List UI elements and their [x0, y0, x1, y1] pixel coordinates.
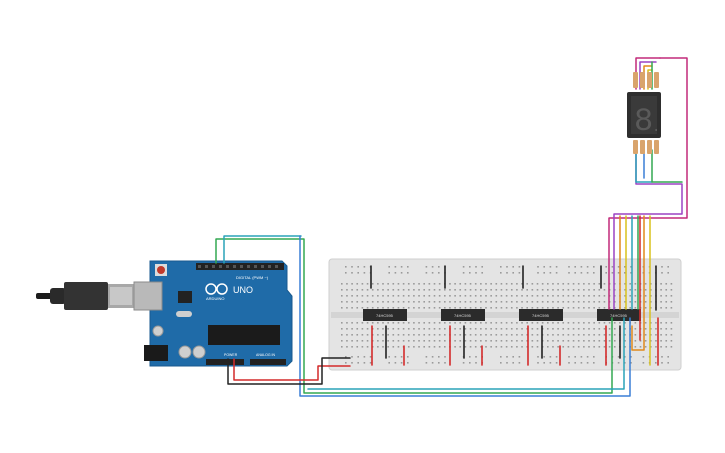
- breadboard[interactable]: [328, 258, 682, 371]
- power-jack: [144, 345, 168, 361]
- shift-register-4[interactable]: 74HC595: [597, 309, 641, 321]
- wire-teal-lower[interactable]: [307, 317, 625, 390]
- chip-label: 74HC595: [532, 313, 550, 318]
- display-decimal-point: .: [652, 120, 660, 136]
- chip-label: 74HC595: [610, 313, 628, 318]
- wire-magenta[interactable]: [608, 57, 688, 310]
- crystal: [176, 311, 192, 317]
- capacitor: [192, 345, 206, 359]
- display-resistors-bottom: [633, 140, 659, 154]
- usb-jack: [133, 281, 163, 311]
- chip-label: 74HC595: [376, 313, 394, 318]
- power-label: POWER: [224, 353, 238, 357]
- wire-display-bot-1[interactable]: [635, 149, 653, 183]
- digital-header-label: DIGITAL (PWM ~): [236, 275, 269, 280]
- wire-display-bot-3[interactable]: [651, 149, 683, 183]
- wire-orange-right[interactable]: [631, 215, 645, 351]
- wire-red-5v[interactable]: [233, 358, 351, 381]
- breadboard-jumpers[interactable]: [370, 265, 659, 366]
- chip-label: 74HC595: [454, 313, 472, 318]
- display-resistors-top: [633, 72, 659, 88]
- icsp-cap: [152, 325, 164, 337]
- seven-segment-display[interactable]: 8 .: [627, 72, 661, 154]
- atmega-chip: [208, 325, 280, 345]
- usb-interface-chip: [178, 291, 192, 303]
- power-header: [206, 359, 244, 365]
- shift-register-2[interactable]: 74HC595: [441, 309, 485, 321]
- arduino-model-text: UNO: [233, 285, 253, 295]
- digital-header-pins: [198, 265, 278, 268]
- shift-register-3[interactable]: 74HC595: [519, 309, 563, 321]
- arduino-logo-text: ARDUINO: [206, 296, 224, 301]
- wires[interactable]: [215, 57, 688, 397]
- display-digit: 8: [634, 103, 653, 140]
- capacitor: [178, 345, 192, 359]
- analog-label: ANALOG IN: [256, 353, 276, 357]
- shift-register-1[interactable]: 74HC595: [363, 309, 407, 321]
- wire-green[interactable]: [215, 238, 613, 394]
- usb-cable[interactable]: [36, 282, 134, 310]
- breadboard-holes: [341, 266, 673, 364]
- wire-teal[interactable]: [223, 235, 302, 264]
- arduino-uno-board[interactable]: DIGITAL (PWM ~) UNO ARDUINO POWER ANALOG…: [133, 260, 293, 367]
- arduino-logo-icon: [205, 283, 228, 295]
- wire-black-gnd[interactable]: [227, 357, 351, 385]
- wire-blue[interactable]: [299, 235, 631, 397]
- analog-header: [250, 359, 286, 365]
